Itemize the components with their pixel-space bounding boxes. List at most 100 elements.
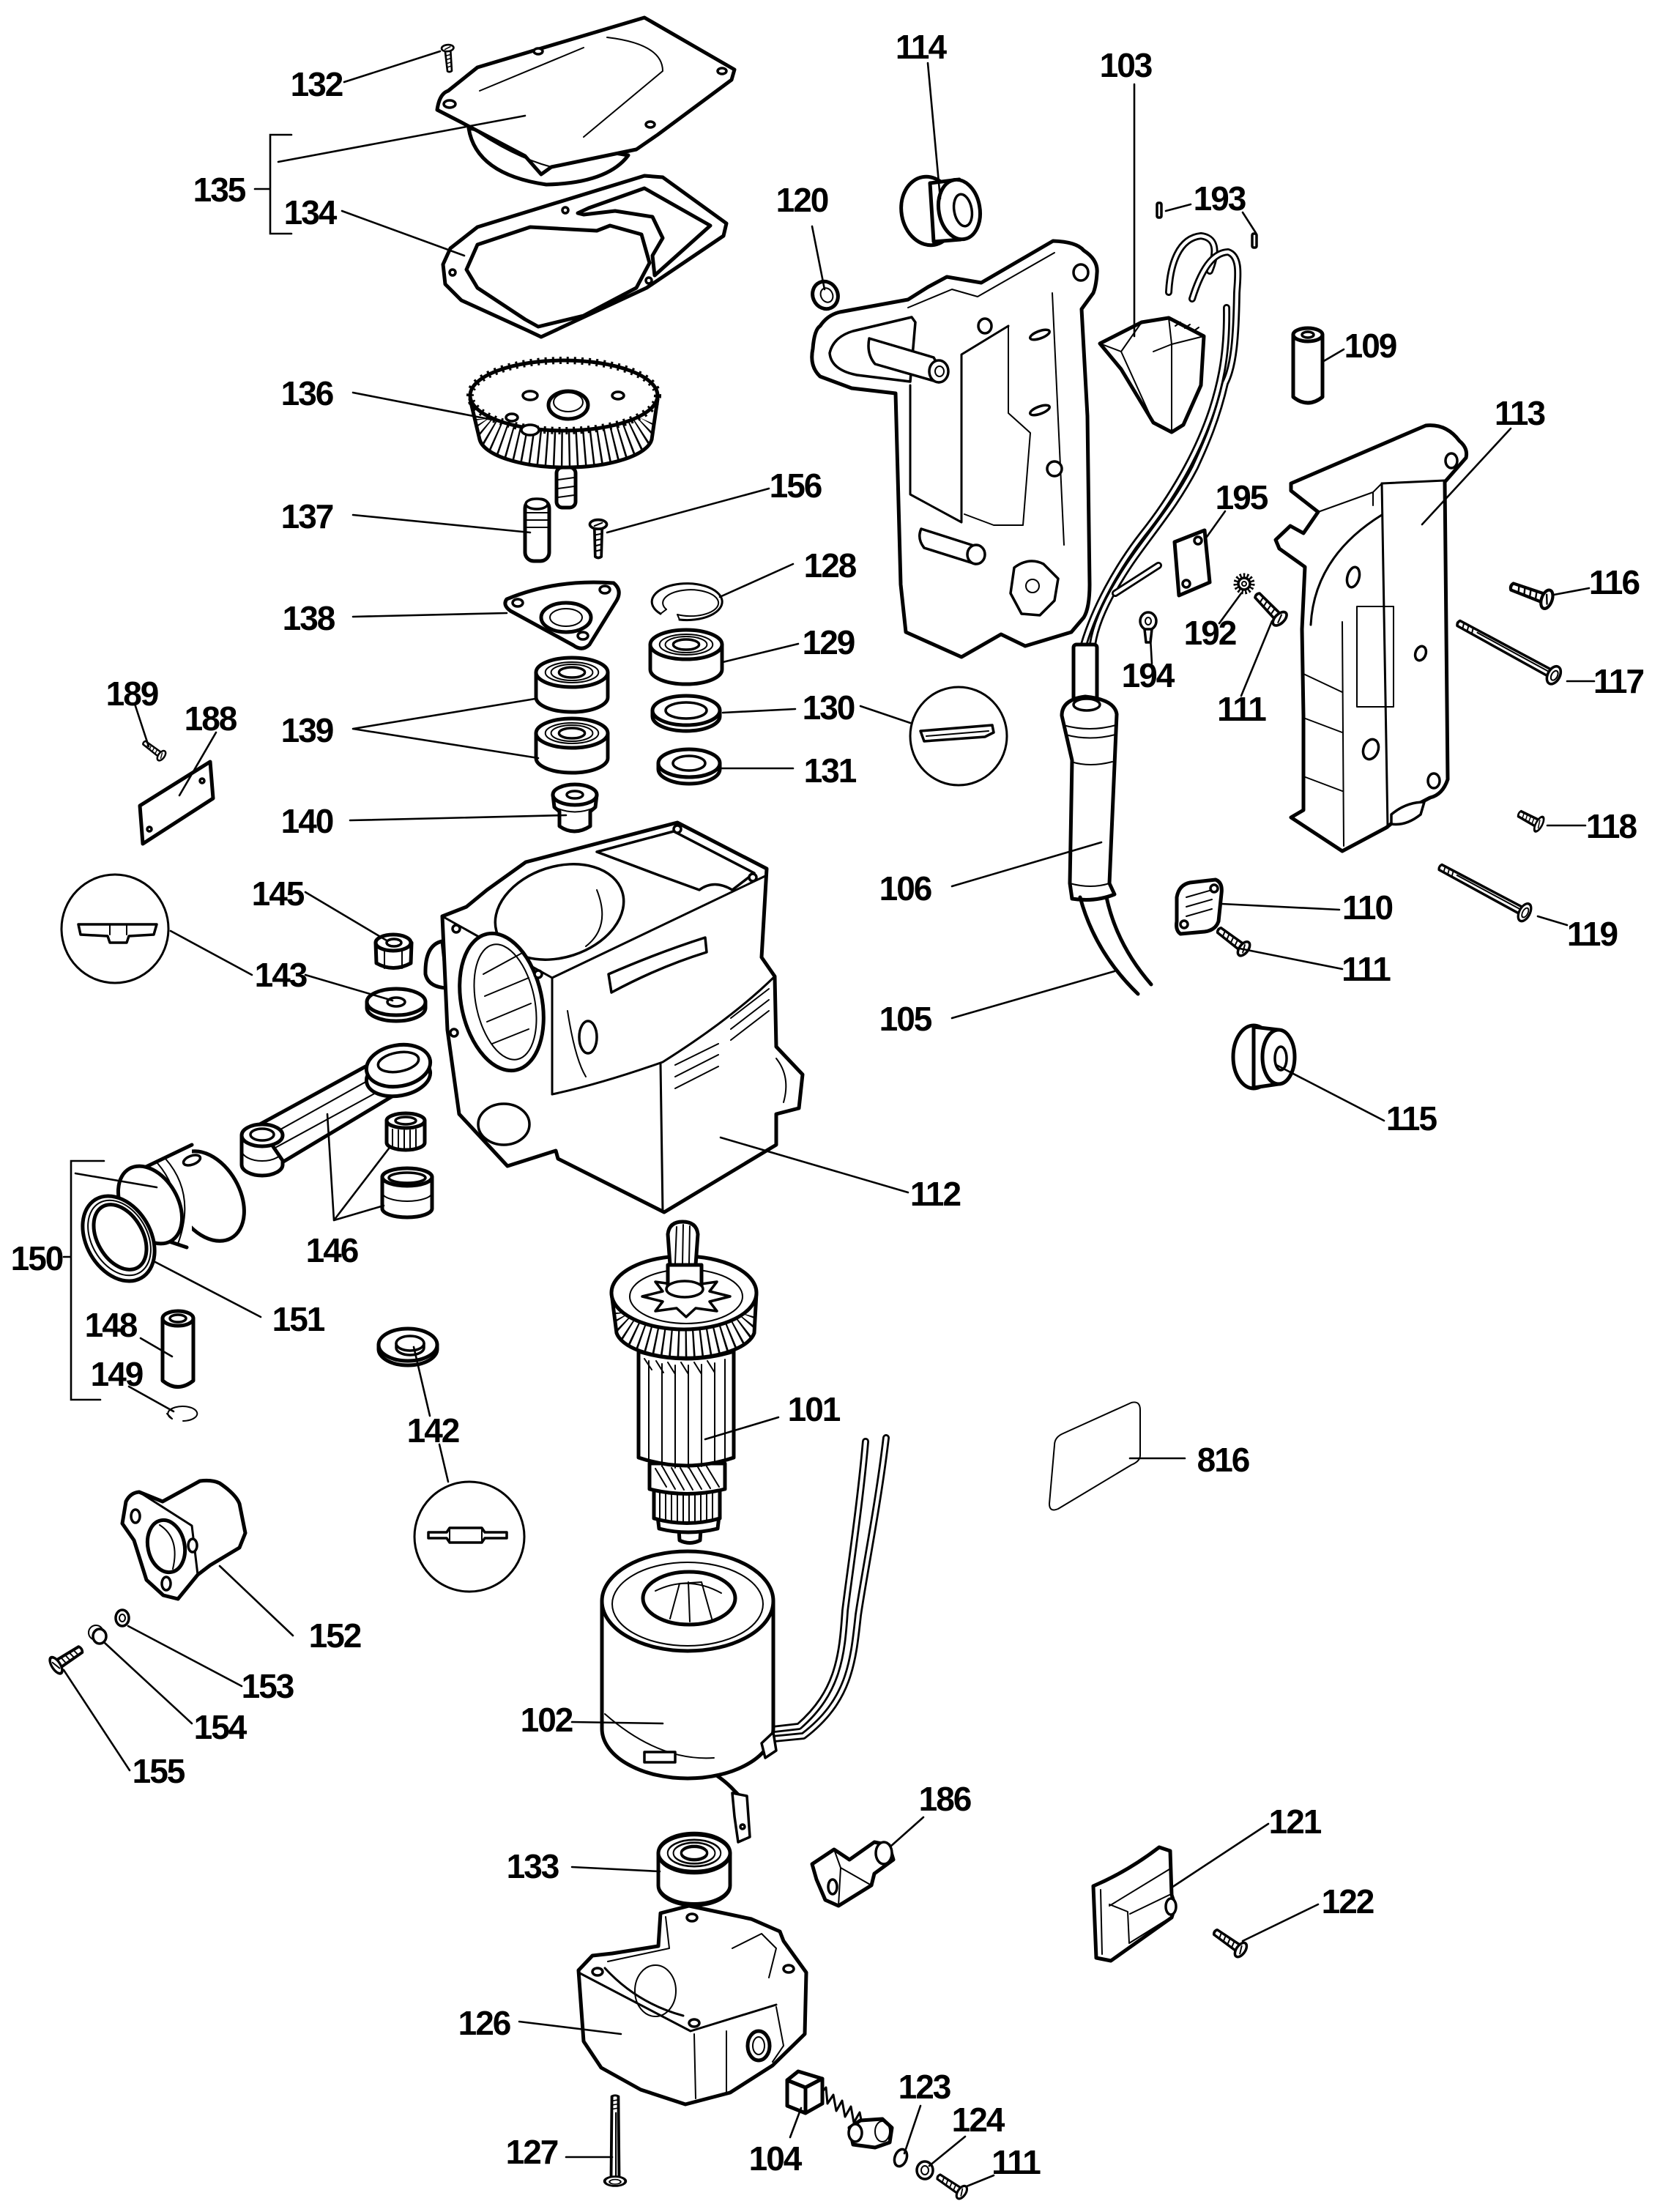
screw-117 (1451, 613, 1566, 688)
callout-136: 136 (281, 374, 333, 412)
cable-guard-106 (1060, 642, 1119, 902)
armature-101 (609, 1220, 759, 1545)
callout-154: 154 (194, 1708, 248, 1746)
bushing-146 (380, 1166, 434, 1220)
callout-142: 142 (407, 1411, 459, 1450)
leader-106 (950, 841, 1103, 888)
callout-110: 110 (1342, 888, 1393, 927)
leader-112 (719, 1136, 909, 1194)
callout-104: 104 (749, 2139, 803, 2178)
bolt-127 (603, 2093, 628, 2188)
callout-139: 139 (281, 711, 333, 749)
callout-119: 119 (1567, 915, 1618, 953)
leader-148 (139, 1337, 174, 1358)
callout-123: 123 (899, 2068, 950, 2106)
detail-circle-142 (413, 1480, 526, 1593)
callout-120: 120 (776, 181, 828, 219)
callout-103: 103 (1100, 46, 1152, 84)
leader-156 (606, 487, 770, 534)
leader-132 (343, 50, 442, 83)
screw-111-brush (932, 2169, 970, 2202)
leader-188 (178, 731, 217, 797)
leader-186 (889, 1816, 925, 1848)
nut-120 (811, 279, 840, 311)
seal-130 (650, 694, 722, 733)
grommet-115 (1231, 1023, 1297, 1091)
washer-profile-icon (77, 923, 158, 944)
handle-half-left (810, 239, 1099, 659)
callout-140: 140 (281, 802, 333, 840)
screw-111-plate (1249, 587, 1291, 630)
handle-half-right-113 (1273, 423, 1469, 853)
carbon-brush-104 (785, 2069, 894, 2150)
callout-133: 133 (507, 1847, 559, 1885)
screw-111-clamp (1212, 921, 1254, 960)
leader-139 (351, 697, 540, 760)
leader-128 (718, 563, 795, 598)
callout-129: 129 (803, 623, 855, 661)
leader-192 (1218, 592, 1243, 625)
callout-128: 128 (804, 546, 857, 584)
gear-case-gasket-134 (441, 174, 729, 339)
leader-102 (570, 1721, 664, 1725)
leader-114 (926, 62, 942, 200)
callout-153: 153 (242, 1667, 294, 1705)
screw-122 (1208, 1923, 1251, 1961)
leader-143 (169, 929, 394, 1002)
callout-131: 131 (804, 751, 857, 790)
callout-148: 148 (85, 1306, 138, 1344)
gear-housing-112 (423, 820, 805, 1214)
leader-120 (811, 225, 826, 291)
leader-130 (721, 705, 912, 724)
cylinder-flange-152 (120, 1478, 248, 1601)
leader-195 (1205, 510, 1227, 538)
leader-193 (1164, 203, 1257, 234)
pin-193-a (1156, 201, 1163, 219)
leader-137 (351, 513, 532, 534)
callout-189: 189 (106, 675, 158, 713)
gear-136 (466, 357, 661, 510)
leader-146 (326, 1113, 390, 1222)
bracket-150 (62, 1159, 105, 1401)
ring-terminal-194 (1139, 611, 1158, 644)
callout-labels: 132 135 134 136 137 156 138 128 129 139 … (11, 28, 1645, 2181)
leader-104 (789, 2107, 803, 2139)
grommet-114 (899, 174, 982, 248)
callout-122: 122 (1322, 1882, 1374, 1920)
bearing-139-upper (536, 658, 608, 712)
piston-pin-148 (160, 1309, 196, 1389)
leader-145 (304, 891, 388, 942)
screw-156 (588, 518, 609, 560)
brush-housing-126 (576, 1904, 808, 2107)
callout-816: 816 (1197, 1441, 1249, 1479)
detail-circle-130 (909, 686, 1008, 787)
cord-clamp-110 (1175, 877, 1224, 936)
switch-wires (1080, 232, 1242, 648)
leader-134 (341, 209, 466, 257)
leader-194 (1149, 636, 1153, 665)
circlip-149 (166, 1406, 198, 1422)
leader-111-clamp (1238, 947, 1344, 970)
screw-189 (139, 736, 168, 763)
power-cord-105 (1078, 895, 1153, 996)
bracket-135 (253, 133, 293, 235)
callout-106: 106 (879, 869, 931, 908)
callout-116: 116 (1589, 563, 1640, 601)
callout-135: 135 (193, 171, 246, 209)
callout-149: 149 (91, 1355, 143, 1393)
leader-113 (1421, 427, 1512, 526)
bearing-133 (658, 1834, 730, 1904)
leader-123 (903, 2104, 922, 2155)
callout-138: 138 (283, 599, 335, 637)
sleeve-109 (1291, 326, 1325, 405)
leader-140 (349, 814, 568, 822)
callout-114: 114 (896, 28, 948, 66)
callout-113: 113 (1495, 394, 1545, 432)
callout-146: 146 (306, 1231, 358, 1269)
field-wires (770, 1434, 890, 1742)
leader-105 (950, 970, 1116, 1020)
leader-151 (154, 1261, 262, 1318)
screw-132 (440, 43, 457, 74)
leader-115 (1275, 1064, 1385, 1122)
